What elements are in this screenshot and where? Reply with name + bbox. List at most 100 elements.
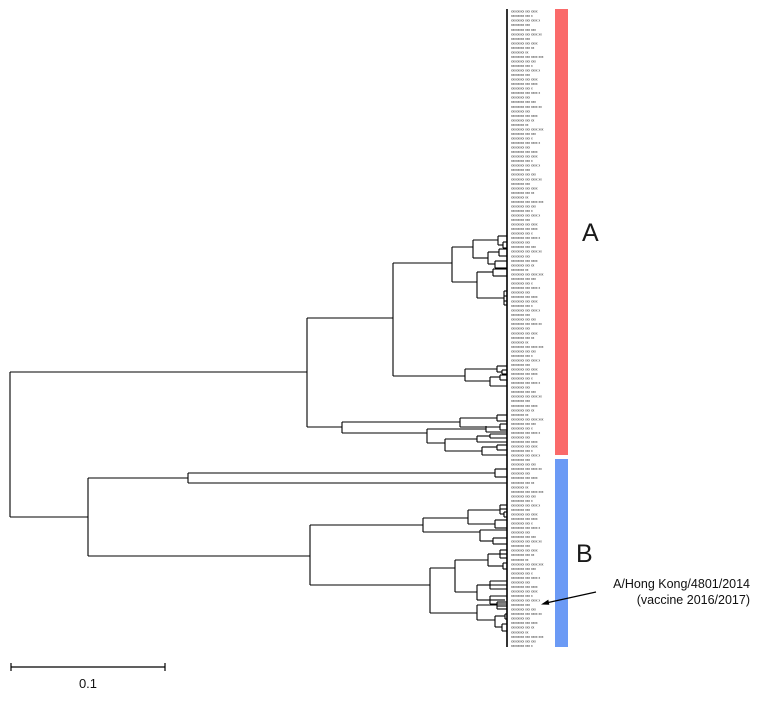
leaf-label: xxxxxxxx xxx xxxx (511, 372, 538, 376)
leaf-label: xxxxxxxx xxx xxxx xx (511, 540, 542, 544)
leaf-label: xxxxxxxx xxx (511, 96, 530, 100)
leaf-label: xxxxxxxx xxx xxxx xx (511, 612, 542, 616)
leaf-label: xxxxxxxx xxx x (511, 522, 533, 526)
leaf-label: xxxxxxxx xxx xxx (511, 608, 536, 612)
leaf-label: xxxxxxxx xxx xxx (511, 567, 536, 571)
leaf-label: xxxxxxxx xxx xxxx xxx (511, 490, 544, 494)
leaf-label: xxxxxxxx xxx xxxx x (511, 236, 540, 240)
leaf-label: xxxxxxxx xxx x (511, 136, 533, 140)
leaf-label: xxxxxxxx xxx xxxx xxx (511, 127, 544, 131)
leaf-label: xxxxxxxx xxx (511, 182, 530, 186)
leaf-label: xxxxxxxx xxx (511, 458, 530, 462)
leaf-label: xxxxxxxx xxx xxxx (511, 114, 538, 118)
leaf-label: xxxxxxxx xxx x (511, 281, 533, 285)
leaf-label: xxxxxxxx xxx x (511, 354, 533, 358)
leaf-label: xxxxxxxx xxx xxxx x (511, 576, 540, 580)
leaf-label: xxxxxxxx xx (511, 50, 529, 54)
leaf-label: xxxxxxxx xxx xxxx x (511, 164, 540, 168)
leaf-label: xxxxxxxx xxx xx (511, 191, 535, 195)
leaf-label: xxxxxxxx xxx xxxx xx (511, 32, 542, 36)
leaf-label: xxxxxxxx xxx xxx (511, 318, 536, 322)
leaf-label: xxxxxxxx xxx xxxx xx (511, 322, 542, 326)
clade-a-label: A (582, 219, 599, 247)
leaf-label: xxxxxxxx xxx xxx (511, 639, 536, 643)
leaf-label: xxxxxxxx xxx xxx (511, 59, 536, 63)
leaf-label: xxxxxxxx xxx xxx (511, 132, 536, 136)
leaf-label: xxxxxxxx xxx xxx (511, 535, 536, 539)
leaf-label: xxxxxxxx xxx xxx (511, 245, 536, 249)
leaf-label: xxxxxxxx xxx xx (511, 553, 535, 557)
leaf-label: xxxxxxxx xxx xxx (511, 422, 536, 426)
leaf-label: xxxxxxxx xxx (511, 313, 530, 317)
leaf-label: xxxxxxxx xxx xx (511, 336, 535, 340)
leaf-label: xxxxxxxx xxx xxxx (511, 440, 538, 444)
leaf-label: xxxxxxxx xxx x (511, 64, 533, 68)
leaf-label: xxxxxxxx xxx xxxx (511, 331, 538, 335)
leaf-label: xxxxxxxx xxx xxxx (511, 404, 538, 408)
leaf-label: xxxxxxxx xxx xxxx xxx (511, 345, 544, 349)
leaf-label: xxxxxxxx xxx xxxx xx (511, 105, 542, 109)
leaf-label: xxxxxxxx xxx xxx (511, 349, 536, 353)
leaf-label: xxxxxxxx xxx (511, 363, 530, 367)
leaf-label: xxxxxxxx xx (511, 413, 529, 417)
leaf-label: xxxxxxxx xxx (511, 580, 530, 584)
leaf-label: xxxxxxxx xxx (511, 435, 530, 439)
leaf-label: xxxxxxxx xxx xxxx (511, 445, 538, 449)
leaf-label: xxxxxxxx xxx xxx (511, 390, 536, 394)
annotation-arrowhead-icon (541, 599, 550, 605)
leaf-label: xxxxxxxx xx (511, 340, 529, 344)
leaf-label: xxxxxxxx xxx xxxx x (511, 286, 540, 290)
leaf-label: xxxxxxxx xxx xxxx xxx (511, 417, 544, 421)
leaf-label: xxxxxxxx xxx xxx (511, 204, 536, 208)
leaf-label: xxxxxxxx xxx xx (511, 263, 535, 267)
leaf-label: xxxxxxxx xxx x (511, 377, 533, 381)
leaf-label: xxxxxxxx xxx (511, 254, 530, 258)
leaf-label: xxxxxxxx xxx xx (511, 481, 535, 485)
leaf-label: xxxxxxxx xxx x (511, 14, 533, 18)
leaf-label: xxxxxxxx xxx (511, 241, 530, 245)
leaf-label: xxxxxxxx xxx (511, 531, 530, 535)
leaf-label: xxxxxxxx xxx xxxx (511, 621, 538, 625)
vaccine-annotation-line1: A/Hong Kong/4801/2014 (613, 577, 750, 591)
leaf-label: xxxxxxxx xxx (511, 218, 530, 222)
vaccine-annotation-line2: (vaccine 2016/2017) (637, 593, 750, 607)
leaf-label: xxxxxxxx xxx (511, 73, 530, 77)
leaf-label: xxxxxxxx xxx xxxx x (511, 358, 540, 362)
tree-branches (9, 9, 508, 647)
scale-bar-label: 0.1 (79, 676, 97, 691)
vaccine-annotation: A/Hong Kong/4801/2014 (vaccine 2016/2017… (541, 577, 750, 607)
leaf-label: xxxxxxxx xxx xxxx (511, 585, 538, 589)
leaf-label: xxxxxxxx xxx (511, 146, 530, 150)
leaf-label: xxxxxxxx xxx xxxx (511, 150, 538, 154)
leaf-label: xxxxxxxx xxx xxxx (511, 10, 538, 14)
scale-bar: 0.1 (10, 663, 166, 691)
leaf-label: xxxxxxxx xxx xxxx (511, 78, 538, 82)
leaf-label: xxxxxxxx xxx xxxx x (511, 381, 540, 385)
clade-bar-B (555, 459, 568, 647)
leaf-label: xxxxxxxx xxx xxxx xxx (511, 635, 544, 639)
leaf-label: xxxxxxxx xxx xxxx x (511, 526, 540, 530)
leaf-label: xxxxxxxx xxx x (511, 232, 533, 236)
leaf-label: xxxxxxxx xxx xxxx xxx (511, 272, 544, 276)
leaf-label: xxxxxxxx xxx (511, 291, 530, 295)
leaf-label: xxxxxxxx xxx x (511, 594, 533, 598)
leaf-label: xxxxxxxx xxx xxxx (511, 186, 538, 190)
leaf-label: xxxxxxxx xxx xxxx xxx (511, 200, 544, 204)
leaf-label: xxxxxxxx xx (511, 268, 529, 272)
leaf-label: xxxxxxxx xxx xxxx (511, 300, 538, 304)
leaf-label: xxxxxxxx xxx (511, 544, 530, 548)
leaf-label: xxxxxxxx xxx xxxx xxx (511, 562, 544, 566)
leaf-label: xxxxxxxx xxx xxxx x (511, 69, 540, 73)
leaf-label: xxxxxxxx xxx x (511, 209, 533, 213)
leaf-label: xxxxxxxx xxx xx (511, 46, 535, 50)
leaf-label: xxxxxxxx xxx xxxx xx (511, 177, 542, 181)
leaf-label: xxxxxxxx xxx (511, 386, 530, 390)
leaf-label: xxxxxxxx xxx x (511, 159, 533, 163)
leaf-label: xxxxxxxx xxx xxxx x (511, 309, 540, 313)
leaf-label: xxxxxxxx xxx (511, 168, 530, 172)
leaf-label: xxxxxxxx xxx (511, 327, 530, 331)
leaf-label: xxxxxxxx xxx xxxx (511, 517, 538, 521)
leaf-label: xxxxxxxx xxx xxxx (511, 155, 538, 159)
leaf-label: xxxxxxxx xxx xxxx (511, 41, 538, 45)
